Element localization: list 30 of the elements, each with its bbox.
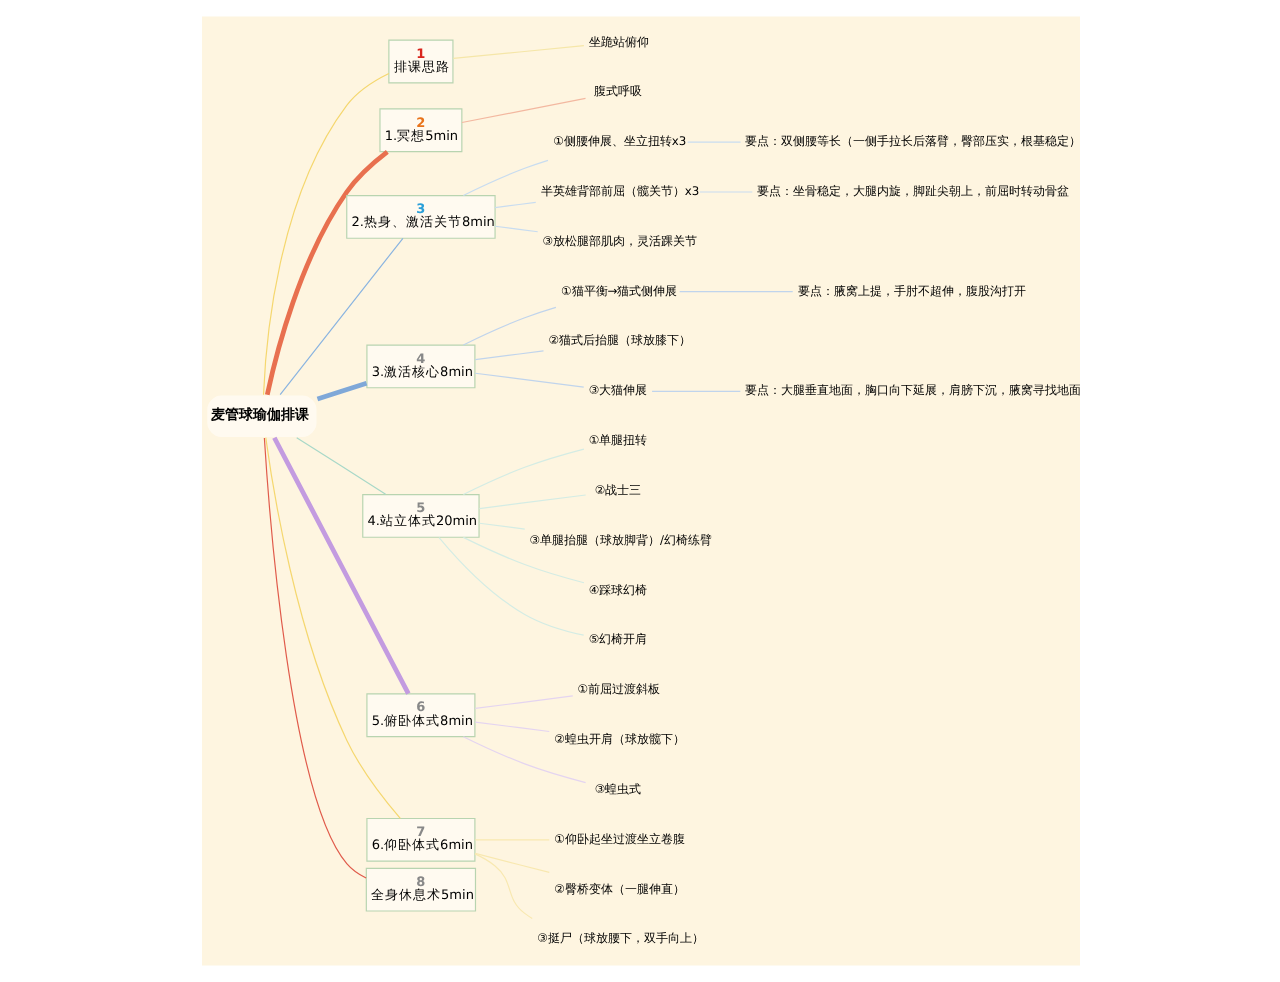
- connector: [461, 448, 584, 496]
- connector: [493, 201, 536, 209]
- connector: [473, 350, 544, 361]
- connector: [473, 839, 549, 841]
- connector: [271, 436, 410, 695]
- connector: [437, 536, 584, 636]
- connector: [278, 237, 403, 396]
- connector: [650, 390, 740, 392]
- connector: [261, 72, 389, 396]
- connector: [686, 141, 741, 143]
- connector: [461, 736, 586, 784]
- connector: [473, 853, 532, 919]
- connector: [461, 536, 584, 584]
- connector: [473, 721, 549, 733]
- connector: [473, 372, 584, 388]
- connector: [460, 97, 586, 124]
- connector: [477, 522, 525, 530]
- connector: [473, 852, 549, 873]
- connector: [461, 306, 556, 346]
- connector: [493, 225, 538, 233]
- connector: [264, 437, 400, 820]
- connector: [315, 381, 367, 402]
- connector: [262, 437, 366, 879]
- connector: [295, 437, 386, 495]
- connector: [461, 159, 548, 197]
- connector: [678, 291, 793, 293]
- connector: [477, 494, 586, 510]
- connector: [473, 695, 573, 710]
- connector: [263, 150, 388, 396]
- connector: [451, 45, 584, 60]
